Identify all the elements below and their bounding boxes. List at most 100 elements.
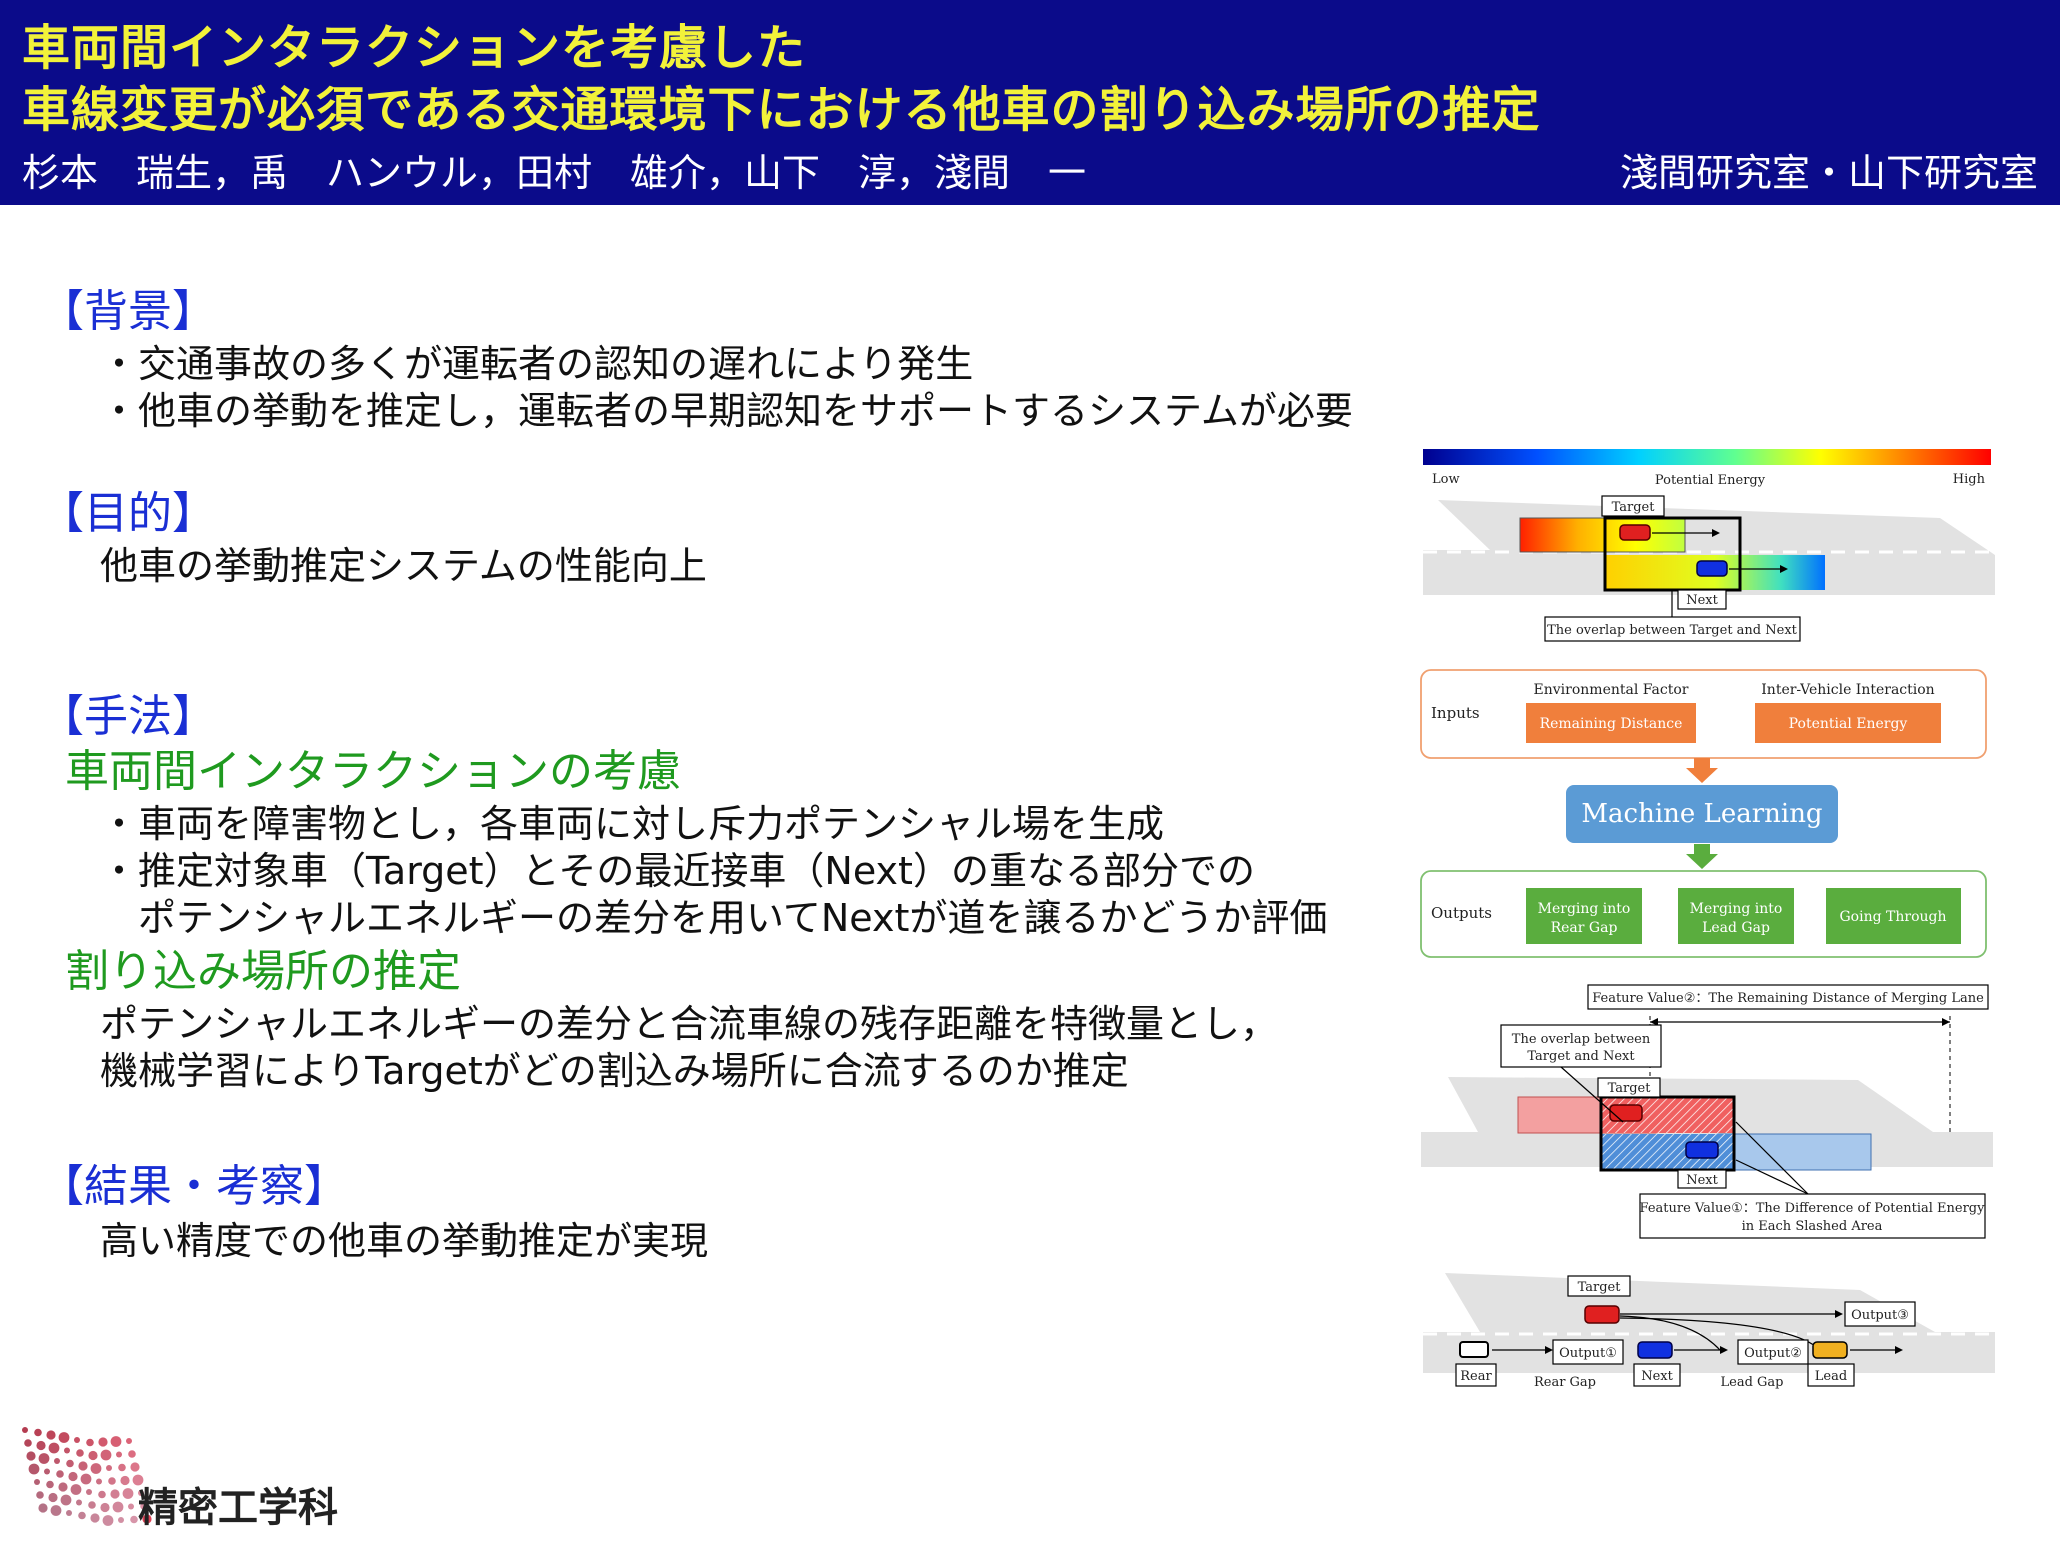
overlap-label-line2: Target and Next (1527, 1049, 1635, 1064)
lead-label: Lead (1815, 1369, 1847, 1384)
overlap-region (1603, 516, 1742, 592)
logo-dot (36, 1491, 44, 1499)
background-heading: 【背景】 (40, 286, 216, 337)
logo-dot (138, 1490, 144, 1496)
logo-dot (38, 1503, 48, 1513)
feature-value-2-label: Feature Value②：The Remaining Distance of… (1592, 991, 1984, 1006)
logo-dot (86, 1438, 94, 1447)
method-heading: 【手法】 (40, 691, 216, 742)
output-going-through-box (1826, 888, 1961, 944)
logo-dot (132, 1474, 144, 1486)
next-car (1696, 560, 1728, 577)
logo-dot (34, 1479, 40, 1485)
logo-dot (58, 1482, 68, 1492)
logo-dot (100, 1502, 110, 1513)
method-subheading-interaction: 車両間インタラクションの考慮 (65, 746, 681, 797)
header-banner: 車両間インタラクションを考慮した 車線変更が必須である交通環境下における他車の割… (0, 0, 2060, 205)
logo-dot (50, 1505, 62, 1516)
target-label: Target (1608, 1081, 1652, 1096)
lab-name: 淺間研究室・山下研究室 (1619, 151, 2038, 195)
logo-dot (90, 1463, 102, 1474)
logo-dot (48, 1442, 60, 1454)
remaining-distance-text: Remaining Distance (1540, 716, 1683, 732)
target-car (1584, 1305, 1620, 1324)
overlap-region (1599, 1095, 1736, 1172)
feature-value-1-line1: Feature Value①：The Difference of Potenti… (1640, 1201, 1986, 1216)
rear-label: Rear (1460, 1369, 1492, 1384)
target-label: Target (1612, 500, 1656, 515)
logo-dot (60, 1494, 72, 1506)
output-lead-gap-line1: Merging into (1690, 901, 1783, 917)
title-line-2: 車線変更が必須である交通環境下における他車の割り込み場所の推定 (22, 82, 1541, 138)
next-label: Next (1686, 1173, 1718, 1188)
logo-dot (80, 1473, 92, 1485)
target-label: Target (1578, 1280, 1622, 1295)
logo-dot (100, 1449, 112, 1461)
next-car (1685, 1141, 1719, 1159)
background-bullet-2: ・他車の挙動を推定し，運転者の早期認知をサポートするシステムが必要 (100, 389, 1353, 433)
inputs-label: Inputs (1431, 704, 1480, 722)
next-car (1637, 1341, 1673, 1359)
method-bullet-1: ・車両を障害物とし，各車両に対し斥力ポテンシャル場を生成 (100, 802, 1165, 846)
logo-dot (122, 1488, 134, 1499)
logo-dot (28, 1463, 40, 1475)
logo-dot (126, 1438, 132, 1444)
purpose-text: 他車の挙動推定システムの性能向上 (100, 544, 707, 588)
logo-dot (74, 1437, 80, 1443)
next-field (1717, 1133, 1872, 1171)
lead-gap-label: Lead Gap (1721, 1375, 1784, 1390)
title-line-1: 車両間インタラクションを考慮した (22, 20, 807, 76)
output-2-label: Output② (1744, 1346, 1802, 1361)
output-rear-gap-line2: Rear Gap (1551, 920, 1618, 936)
env-factor-label: Environmental Factor (1534, 682, 1689, 698)
overlap-label-line1: The overlap between (1512, 1032, 1651, 1047)
background-bullet-1: ・交通事故の多くが運転者の認知の遅れにより発生 (100, 342, 974, 386)
logo-dot (142, 1514, 152, 1524)
department-logo-text: 精密工学科 (138, 1485, 338, 1531)
logo-dot (118, 1517, 124, 1523)
feature-value-1-line2: in Each Slashed Area (1742, 1219, 1883, 1234)
output-1-label: Output① (1559, 1346, 1617, 1361)
logo-dot (36, 1440, 46, 1451)
inter-vehicle-label: Inter-Vehicle Interaction (1761, 682, 1934, 698)
output-lead-gap-box (1678, 888, 1794, 944)
outputs-label: Outputs (1431, 904, 1492, 922)
potential-energy-box (1755, 703, 1941, 743)
logo-dot (98, 1437, 108, 1447)
logo-dot (24, 1439, 32, 1447)
logo-dot (70, 1484, 82, 1495)
logo-dot (22, 1427, 28, 1433)
logo-dot (112, 1501, 124, 1513)
logo-dot (116, 1451, 122, 1458)
logo-dot (44, 1468, 50, 1475)
colorbar-title: Potential Energy (1655, 473, 1766, 488)
logo-dot (76, 1499, 82, 1506)
output-lead-gap-line2: Lead Gap (1702, 920, 1770, 936)
logo-dot (78, 1511, 86, 1520)
logo-dot (86, 1489, 92, 1495)
purpose-heading: 【目的】 (40, 488, 216, 539)
machine-learning-box (1566, 785, 1838, 843)
logo-dot (58, 1432, 70, 1443)
logo-dot (108, 1477, 116, 1485)
logo-dot (88, 1450, 98, 1461)
logo-dot (106, 1465, 112, 1471)
potential-energy-text: Potential Energy (1789, 716, 1908, 732)
logo-dot (66, 1510, 72, 1516)
logo-dot (64, 1447, 70, 1454)
rear-gap-label: Rear Gap (1534, 1375, 1596, 1390)
logo-dot (54, 1458, 60, 1464)
logo-dot (38, 1453, 50, 1464)
department-logo-mark (22, 1427, 152, 1526)
remaining-distance-box (1526, 703, 1696, 743)
next-label: Next (1686, 593, 1718, 608)
method-text-2: 機械学習によりTargetがどの割込み場所に合流するのか推定 (100, 1049, 1129, 1093)
logo-dot (88, 1501, 96, 1509)
output-3-label: Output③ (1851, 1308, 1909, 1323)
logo-dot (46, 1480, 54, 1489)
target-car (1619, 524, 1651, 541)
logo-dot (128, 1450, 136, 1458)
authors: 杉本 瑞生，禹 ハンウル，田村 雄介，山下 淳，淺間 一 (22, 151, 1087, 195)
logo-dot (118, 1463, 126, 1472)
colorbar (1423, 449, 1991, 465)
